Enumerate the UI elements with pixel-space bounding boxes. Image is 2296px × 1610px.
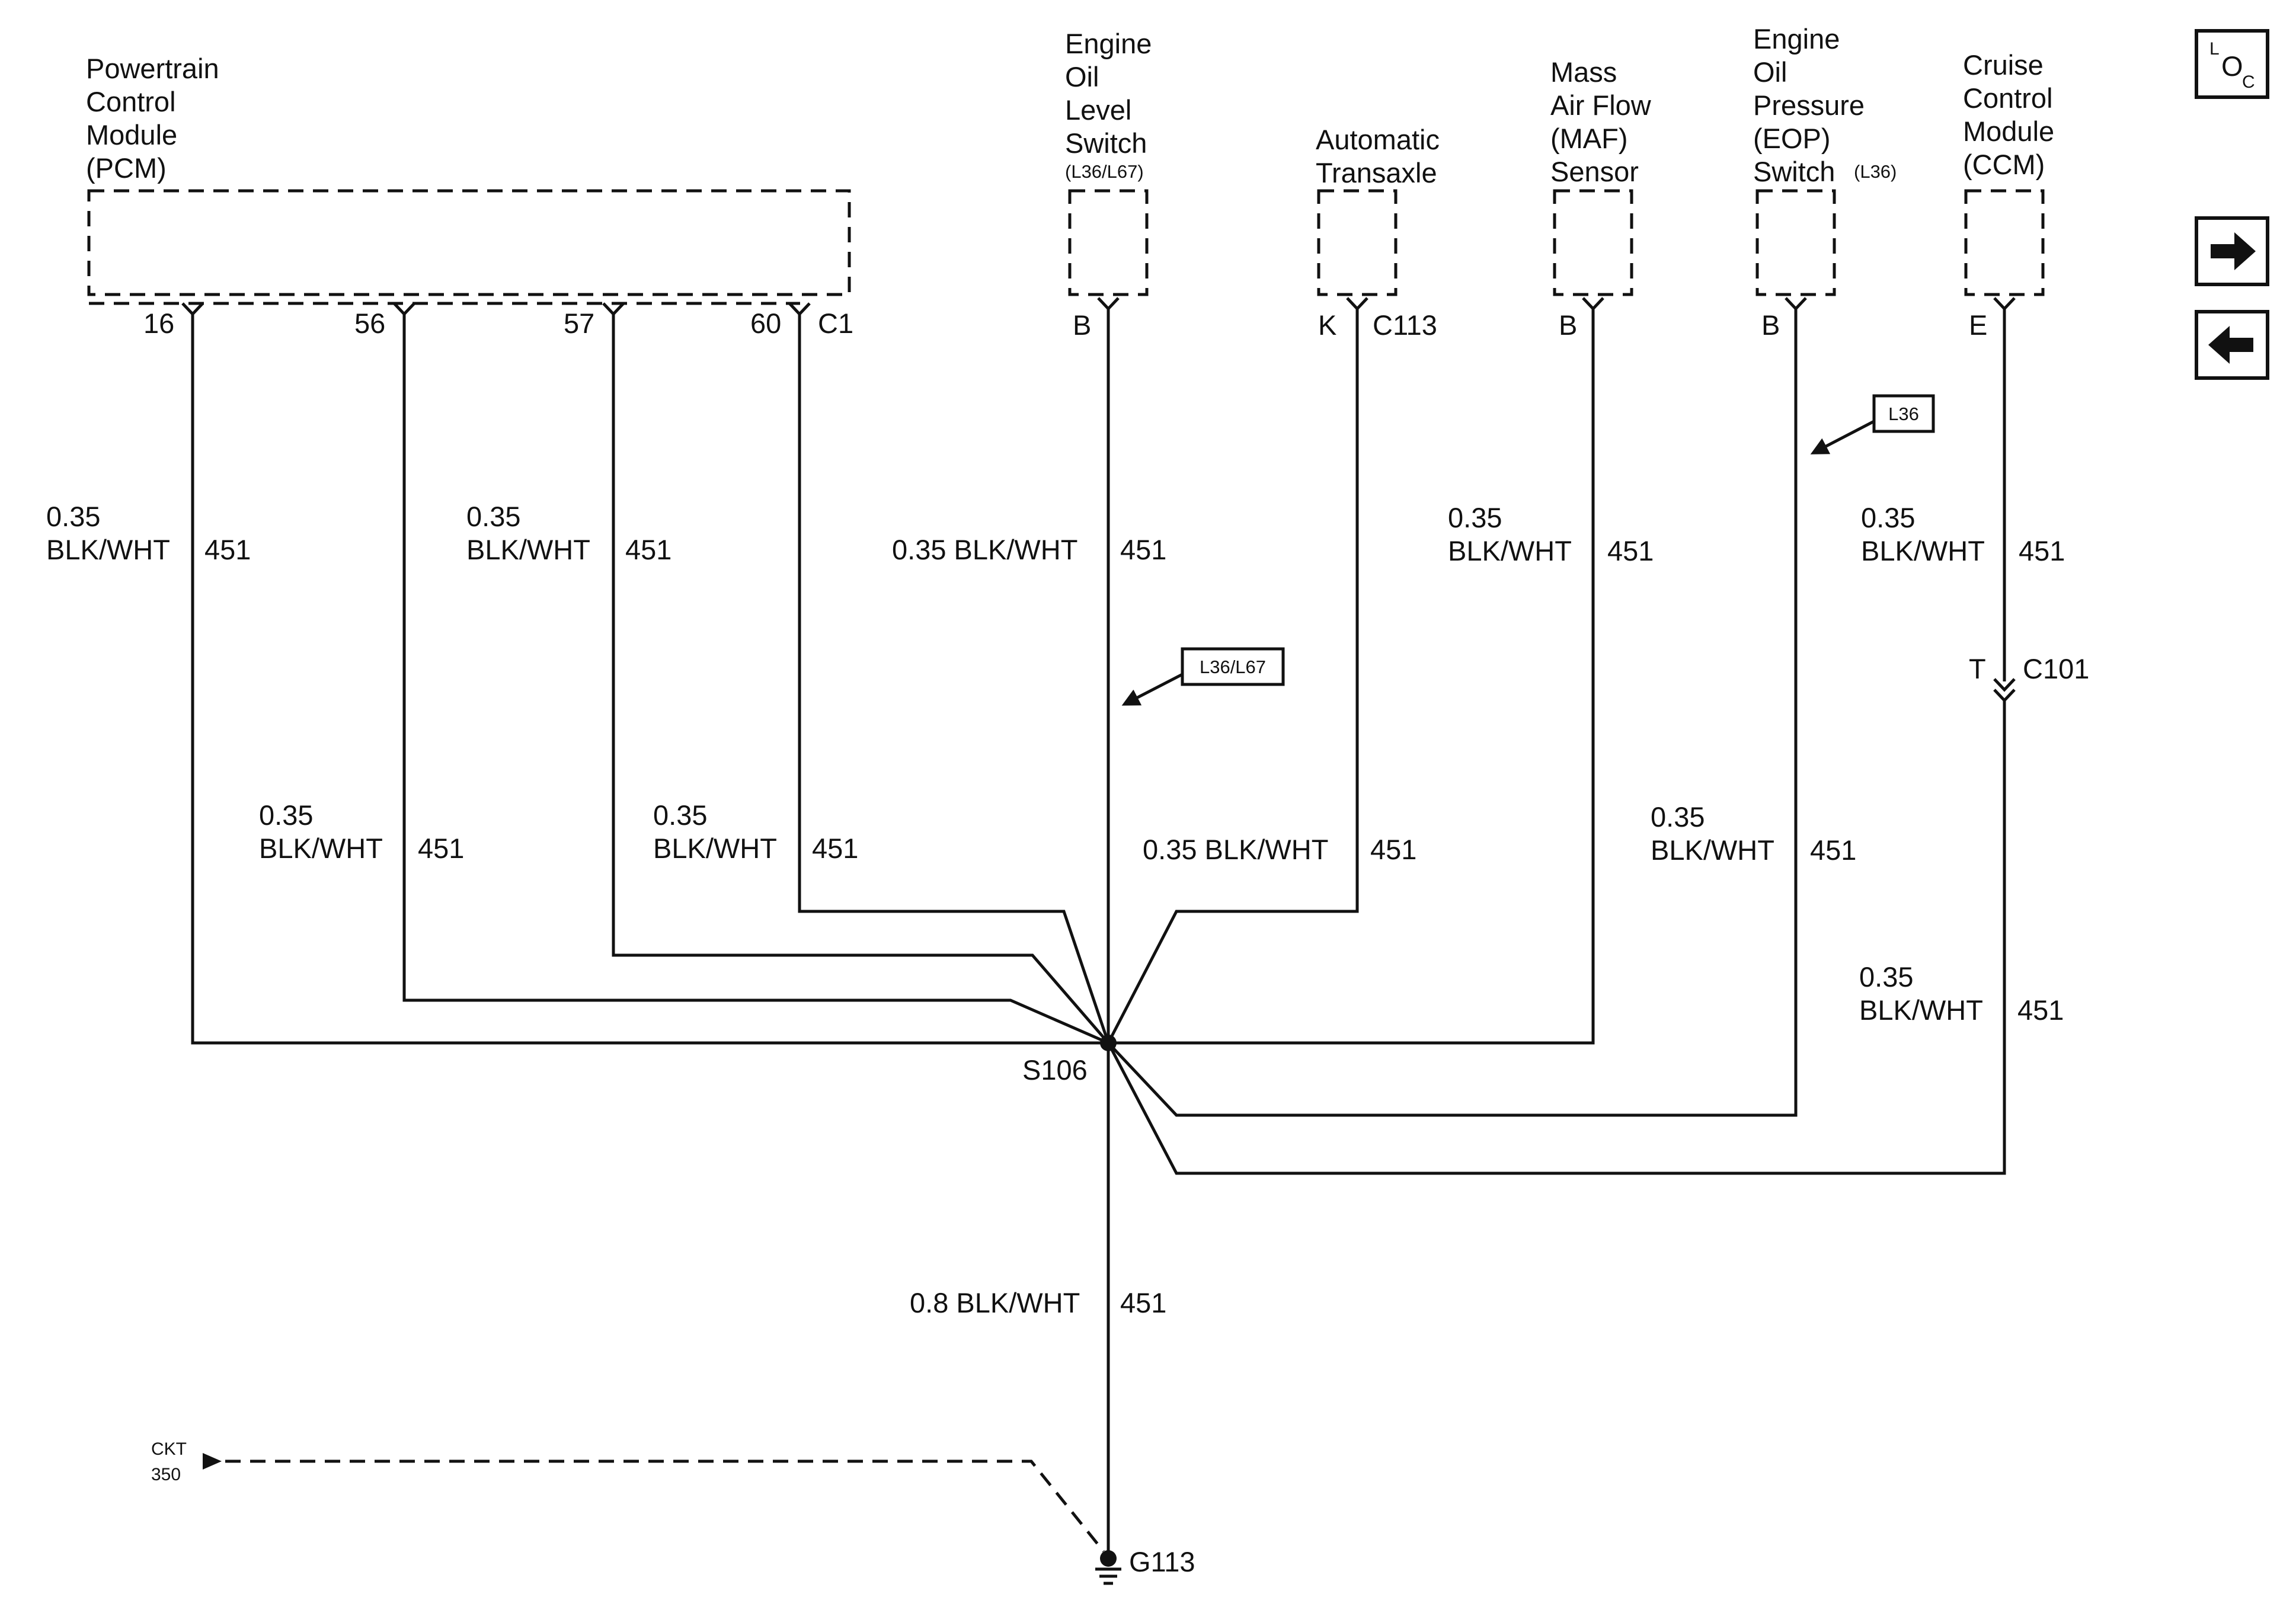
wire-label-pcm60-color: BLK/WHT (653, 833, 777, 864)
pcm-title: Powertrain Control Module (PCM) (86, 53, 227, 184)
pcm-pin-56: 56 (354, 308, 385, 339)
wire-label-eop-size: 0.35 (1651, 801, 1705, 833)
pcm-pin-16: 16 (143, 308, 174, 339)
svg-text:L36: L36 (1888, 404, 1919, 424)
wire-label-pcm57-circuit: 451 (625, 534, 671, 565)
wire-label-ccm-upper-size: 0.35 (1861, 502, 1915, 533)
transaxle-box (1317, 189, 1398, 296)
svg-text:L36/L67: L36/L67 (1200, 657, 1266, 677)
wire-label-pcm56-circuit: 451 (418, 833, 464, 864)
wire-label-ccm-upper-circuit: 451 (2019, 535, 2065, 566)
eop-switch-option: (L36) (1854, 161, 1897, 182)
loc-letter-o: O (2221, 50, 2243, 82)
wire-label-pcm56-color: BLK/WHT (259, 833, 383, 864)
wire-label-ccm-lower-color: BLK/WHT (1859, 994, 1983, 1026)
wire-label-transaxle: 0.35 BLK/WHT (1143, 834, 1328, 865)
wire-label-pcm60-circuit: 451 (812, 833, 858, 864)
ground-label: G113 (1129, 1546, 1195, 1577)
eop-switch-pin: B (1761, 309, 1780, 341)
back-arrow-icon (2208, 326, 2253, 364)
eop-switch-title: Engine Oil Pressure (EOP) Switch (1753, 23, 1872, 187)
location-button[interactable]: L O C (2195, 29, 2269, 99)
wire-label-pcm16-color: BLK/WHT (46, 534, 170, 565)
wire-label-eop-circuit: 451 (1810, 834, 1856, 866)
pcm-connector-c1: C1 (818, 308, 853, 339)
ckt-ref-arrow (203, 1453, 222, 1470)
c101-connector-symbol (1993, 678, 2016, 703)
wire-label-transaxle-circuit: 451 (1370, 834, 1416, 865)
ccm-title: Cruise Control Module (CCM) (1963, 49, 2062, 180)
loc-letter-c: C (2242, 72, 2255, 92)
eop-switch-box (1755, 189, 1836, 296)
wire-label-ccm-lower-size: 0.35 (1859, 961, 1913, 993)
ckt-ref-line (225, 1459, 1105, 1553)
loc-letter-l: L (2209, 39, 2220, 59)
ccm-box (1964, 189, 2045, 296)
wire-label-pcm56-size: 0.35 (259, 799, 313, 831)
ground-icon (1095, 1567, 1121, 1585)
wire-label-pcm57-size: 0.35 (466, 501, 520, 532)
pcm-box (87, 189, 851, 296)
callout-l36-l67: L36/L67 (1121, 647, 1285, 706)
transaxle-pin: K (1318, 309, 1336, 341)
splice-label: S106 (1022, 1054, 1088, 1086)
wire-label-maf-circuit: 451 (1607, 535, 1654, 566)
wire-label-maf-color: BLK/WHT (1448, 535, 1572, 566)
ground-dot (1100, 1550, 1117, 1567)
c101-pin: T (1969, 653, 1986, 684)
oil-level-switch-title: Engine Oil Level Switch (1065, 28, 1159, 159)
wire-label-oil-level-circuit: 451 (1120, 534, 1166, 565)
c101-connector: C101 (2023, 653, 2089, 684)
forward-arrow-icon (2211, 232, 2256, 270)
wire-label-pcm60-size: 0.35 (653, 799, 707, 831)
transaxle-title: Automatic Transaxle (1316, 124, 1447, 188)
wire-label-maf-size: 0.35 (1448, 502, 1502, 533)
splice-dot (1100, 1035, 1117, 1051)
wire-label-pcm57-color: BLK/WHT (466, 534, 590, 565)
wire-label-ground-circuit: 451 (1120, 1287, 1166, 1318)
wire-label-eop-color: BLK/WHT (1651, 834, 1774, 866)
oil-level-switch-option: (L36/L67) (1065, 161, 1144, 182)
transaxle-connector: C113 (1373, 309, 1437, 341)
wire-label-pcm16-circuit: 451 (204, 534, 251, 565)
callout-l36: L36 (1810, 394, 1935, 454)
wires (191, 309, 2006, 1558)
wire-label-pcm16-size: 0.35 (46, 501, 100, 532)
pin-terminals (181, 297, 2016, 316)
wire-label-ground: 0.8 BLK/WHT (910, 1287, 1080, 1318)
ccm-pin: E (1969, 309, 1987, 341)
ckt-ref-label: CKT 350 (151, 1439, 191, 1484)
maf-sensor-pin: B (1559, 309, 1577, 341)
oil-level-switch-box (1068, 189, 1149, 296)
oil-level-switch-pin: B (1073, 309, 1091, 341)
back-button[interactable] (2195, 310, 2269, 380)
wire-label-oil-level: 0.35 BLK/WHT (892, 534, 1077, 565)
maf-sensor-title: Mass Air Flow (MAF) Sensor (1550, 56, 1659, 187)
wire-label-ccm-lower-circuit: 451 (2017, 994, 2064, 1026)
maf-sensor-box (1553, 189, 1633, 296)
pcm-pin-60: 60 (750, 308, 781, 339)
pcm-pin-57: 57 (564, 308, 594, 339)
wire-label-ccm-upper-color: BLK/WHT (1861, 535, 1985, 566)
forward-button[interactable] (2195, 216, 2269, 286)
